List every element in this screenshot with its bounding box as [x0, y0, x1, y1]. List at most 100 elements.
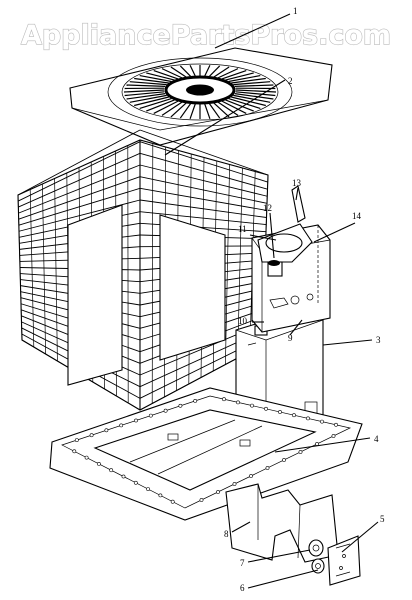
- pan-hole: [72, 449, 77, 454]
- line-stroke: [204, 64, 211, 77]
- line-stroke: [233, 94, 271, 103]
- line-stroke: [228, 74, 261, 83]
- line-stroke: [153, 70, 179, 80]
- line-stroke: [235, 89, 277, 93]
- pan-hole: [298, 450, 303, 454]
- line-stroke: [231, 96, 266, 107]
- pan-hole: [265, 466, 270, 470]
- pan-hole: [170, 499, 175, 504]
- callout-12: 12: [263, 203, 272, 213]
- line-stroke: [213, 66, 230, 78]
- callout-2: 2: [288, 76, 293, 86]
- line-stroke: [208, 65, 221, 77]
- pan-hole: [97, 461, 101, 466]
- line-stroke: [179, 65, 192, 77]
- line-stroke: [146, 99, 175, 112]
- callout-1: 1: [293, 6, 298, 16]
- pan-hole: [119, 423, 124, 428]
- line-stroke: [134, 77, 169, 84]
- line-stroke: [54, 178, 58, 362]
- line-stroke: [225, 164, 230, 365]
- line-stroke: [228, 97, 261, 110]
- line-stroke: [123, 89, 165, 93]
- line-stroke: [29, 189, 35, 348]
- pan-hole: [163, 408, 168, 413]
- callout-9: 9: [288, 333, 293, 343]
- pan-hole: [121, 474, 126, 479]
- line-stroke: [231, 77, 266, 84]
- pan-hole: [193, 398, 198, 403]
- pan-hole: [222, 397, 226, 402]
- control-components: [251, 185, 331, 333]
- leader-lines: [164, 13, 379, 589]
- line-stroke: [161, 68, 183, 79]
- line-stroke: [124, 91, 165, 97]
- fittings: [308, 539, 325, 574]
- pan-hole: [250, 403, 254, 408]
- pan-hole: [320, 419, 324, 424]
- callout-labels: 1 2 3 4 5 6 7 8 9 10 11 12 13 14: [224, 6, 385, 593]
- callout-13: 13: [292, 178, 302, 188]
- line-stroke: [161, 101, 183, 116]
- line-stroke: [126, 93, 166, 100]
- callout-7: 7: [240, 558, 245, 568]
- pan-hole: [278, 410, 282, 414]
- line-stroke: [139, 129, 269, 176]
- base-pan: [49, 387, 363, 521]
- pan-hole: [306, 416, 310, 421]
- line-stroke: [17, 129, 141, 196]
- callout-10: 10: [238, 316, 248, 326]
- line-stroke: [129, 94, 167, 103]
- line-stroke: [179, 103, 192, 119]
- line-stroke: [189, 103, 196, 119]
- line-stroke: [204, 103, 211, 119]
- pan-hole: [236, 400, 240, 405]
- pan-hole: [134, 418, 138, 423]
- line-stroke: [234, 93, 274, 100]
- pan-hole: [109, 468, 114, 473]
- line-stroke: [221, 70, 247, 80]
- callout-6: 6: [240, 583, 245, 593]
- callout-5: 5: [380, 514, 385, 524]
- pan-hole: [133, 480, 138, 485]
- line-stroke: [153, 100, 179, 114]
- pan-hole: [146, 487, 151, 492]
- callout-3: 3: [376, 335, 381, 345]
- line-stroke: [170, 66, 187, 78]
- pan-hole: [264, 406, 268, 411]
- pan-hole: [148, 413, 153, 418]
- callout-4: 4: [374, 434, 379, 444]
- line-stroke: [139, 74, 172, 83]
- mounting-plate: [327, 535, 361, 586]
- line-stroke: [225, 99, 254, 112]
- pan-hole: [178, 403, 183, 408]
- line-stroke: [170, 102, 187, 118]
- wire-guard-cage: [17, 129, 269, 411]
- callout-14: 14: [352, 211, 362, 221]
- pan-hole: [104, 428, 109, 433]
- line-stroke: [217, 101, 239, 116]
- pan-hole: [89, 433, 94, 438]
- watermark-text: AppliancePartsPros.com: [21, 20, 391, 51]
- line-stroke: [134, 96, 169, 107]
- line-stroke: [146, 72, 175, 81]
- pan-hole: [249, 474, 253, 478]
- pan-hole: [292, 413, 296, 418]
- line-stroke: [139, 97, 172, 110]
- line-stroke: [151, 143, 154, 404]
- line-stroke: [233, 81, 271, 86]
- pan-hole: [74, 438, 79, 443]
- line-stroke: [225, 72, 254, 81]
- pan-hole: [282, 458, 286, 462]
- line-stroke: [213, 102, 230, 118]
- pan-hole: [216, 490, 220, 494]
- top-fan-grille: [69, 47, 333, 146]
- line-stroke: [42, 183, 46, 355]
- callout-8: 8: [224, 529, 229, 539]
- line-stroke: [221, 100, 247, 114]
- line-stroke: [208, 103, 221, 119]
- line-stroke: [217, 68, 239, 79]
- pan-hole: [331, 434, 336, 438]
- line-stroke: [234, 84, 274, 87]
